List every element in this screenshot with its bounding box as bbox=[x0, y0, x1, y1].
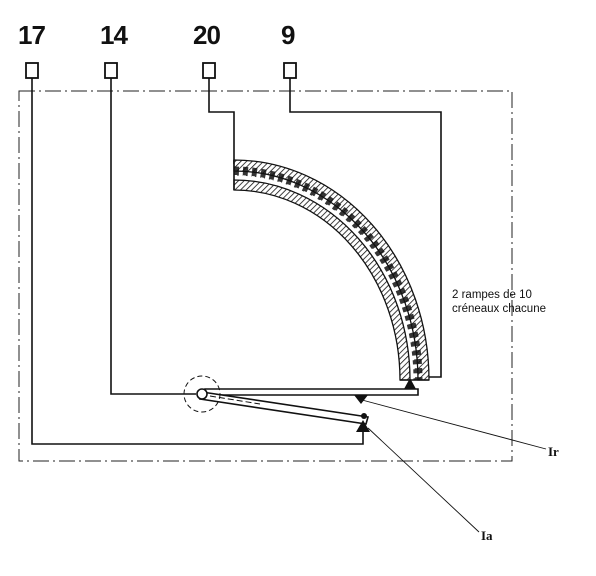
upper-contact-bar bbox=[204, 388, 419, 396]
terminal-9-box bbox=[283, 62, 297, 79]
terminal-17-label: 17 bbox=[18, 20, 46, 50]
terminal-14-label: 14 bbox=[100, 20, 128, 50]
label-ia: Ia bbox=[481, 528, 493, 543]
ramp-note: 2 rampes de 10 créneaux chacune bbox=[452, 288, 582, 316]
pivot-point bbox=[196, 388, 208, 400]
wiper-arm bbox=[198, 391, 370, 425]
terminal-14-box bbox=[104, 62, 118, 79]
enclosure-border bbox=[18, 90, 513, 462]
ir-leader bbox=[361, 399, 547, 450]
ia-contact bbox=[356, 420, 370, 432]
pivot-dashed-circle bbox=[183, 375, 221, 413]
label-ir: Ir bbox=[548, 444, 559, 459]
wire-9 bbox=[289, 78, 442, 378]
crenel-track bbox=[233, 166, 423, 381]
ir-contact bbox=[354, 395, 368, 404]
wire-20 bbox=[208, 78, 235, 164]
wire-14 bbox=[110, 78, 196, 395]
ramp-end-contact bbox=[404, 378, 416, 389]
terminal-20-box bbox=[202, 62, 216, 79]
wire-17 bbox=[31, 78, 364, 445]
ia-leader bbox=[367, 427, 480, 533]
ramp-arc bbox=[233, 159, 430, 381]
terminal-17-box bbox=[25, 62, 39, 79]
terminal-9-label: 9 bbox=[281, 20, 296, 50]
terminal-20-label: 20 bbox=[193, 20, 221, 50]
note-line-2: créneaux chacune bbox=[452, 303, 546, 315]
note-line-1: 2 rampes de 10 bbox=[452, 289, 532, 301]
ia-contact-dot bbox=[361, 413, 367, 419]
